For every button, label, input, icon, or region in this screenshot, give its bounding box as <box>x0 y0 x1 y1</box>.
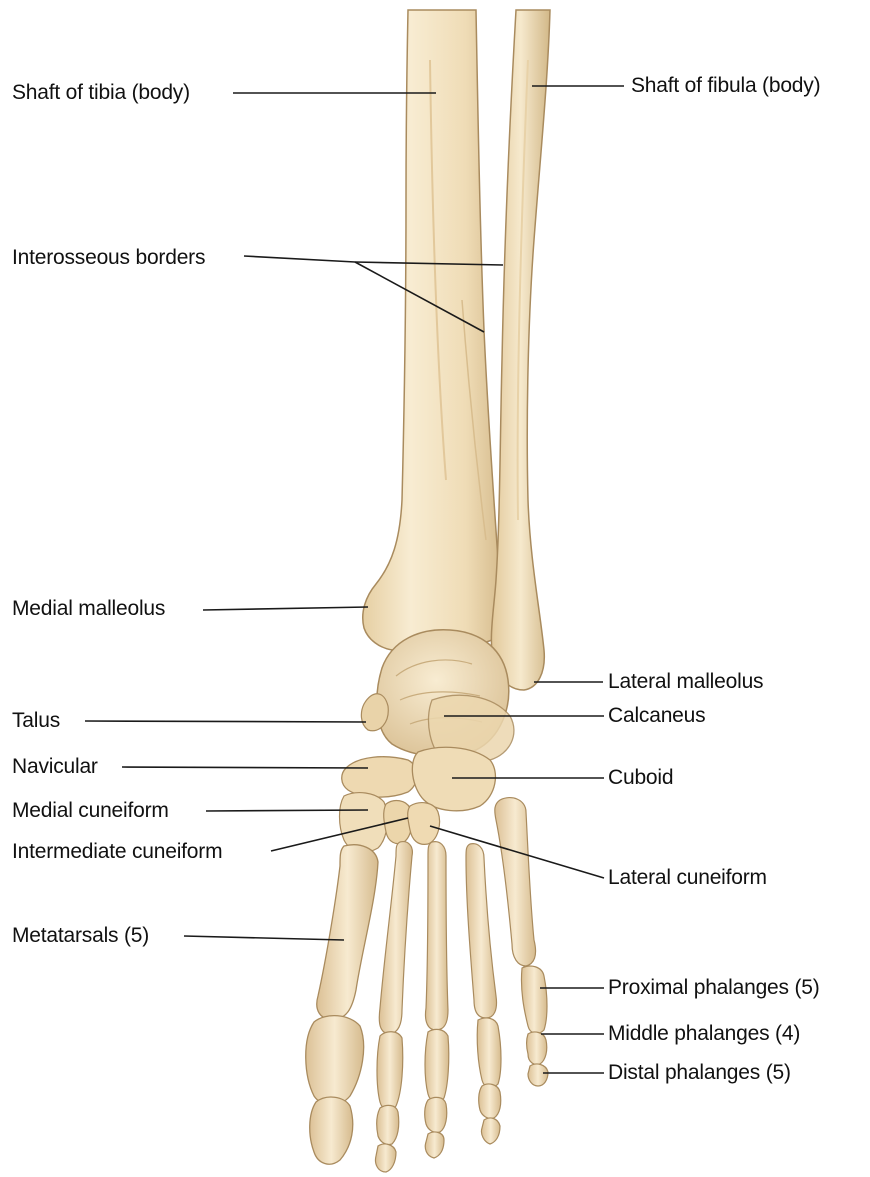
label-shaft-of-tibia: Shaft of tibia (body) <box>12 81 190 105</box>
label-intermediate-cuneiform: Intermediate cuneiform <box>12 840 222 864</box>
label-cuboid: Cuboid <box>608 766 673 790</box>
label-navicular: Navicular <box>12 755 98 779</box>
medial-cuneiform-shape <box>340 793 388 853</box>
ray-4 <box>466 844 501 1144</box>
label-calcaneus: Calcaneus <box>608 704 705 728</box>
ray-3 <box>425 842 449 1158</box>
lateral-cuneiform-shape <box>408 803 440 845</box>
label-interosseous-borders: Interosseous borders <box>12 246 205 270</box>
cuboid-shape <box>412 747 495 810</box>
label-shaft-of-fibula: Shaft of fibula (body) <box>631 74 820 98</box>
ray-5 <box>495 798 548 1086</box>
label-lateral-cuneiform: Lateral cuneiform <box>608 866 767 890</box>
fibula-shape <box>491 10 550 690</box>
navicular-shape <box>342 757 417 797</box>
label-middle-phalanges: Middle phalanges (4) <box>608 1022 800 1046</box>
label-proximal-phalanges: Proximal phalanges (5) <box>608 976 820 1000</box>
ray-2 <box>375 842 412 1172</box>
label-lateral-malleolus: Lateral malleolus <box>608 670 763 694</box>
label-talus: Talus <box>12 709 60 733</box>
ray-1 <box>306 845 378 1164</box>
label-distal-phalanges: Distal phalanges (5) <box>608 1061 791 1085</box>
label-metatarsals: Metatarsals (5) <box>12 924 149 948</box>
label-medial-cuneiform: Medial cuneiform <box>12 799 169 823</box>
label-medial-malleolus: Medial malleolus <box>12 597 165 621</box>
